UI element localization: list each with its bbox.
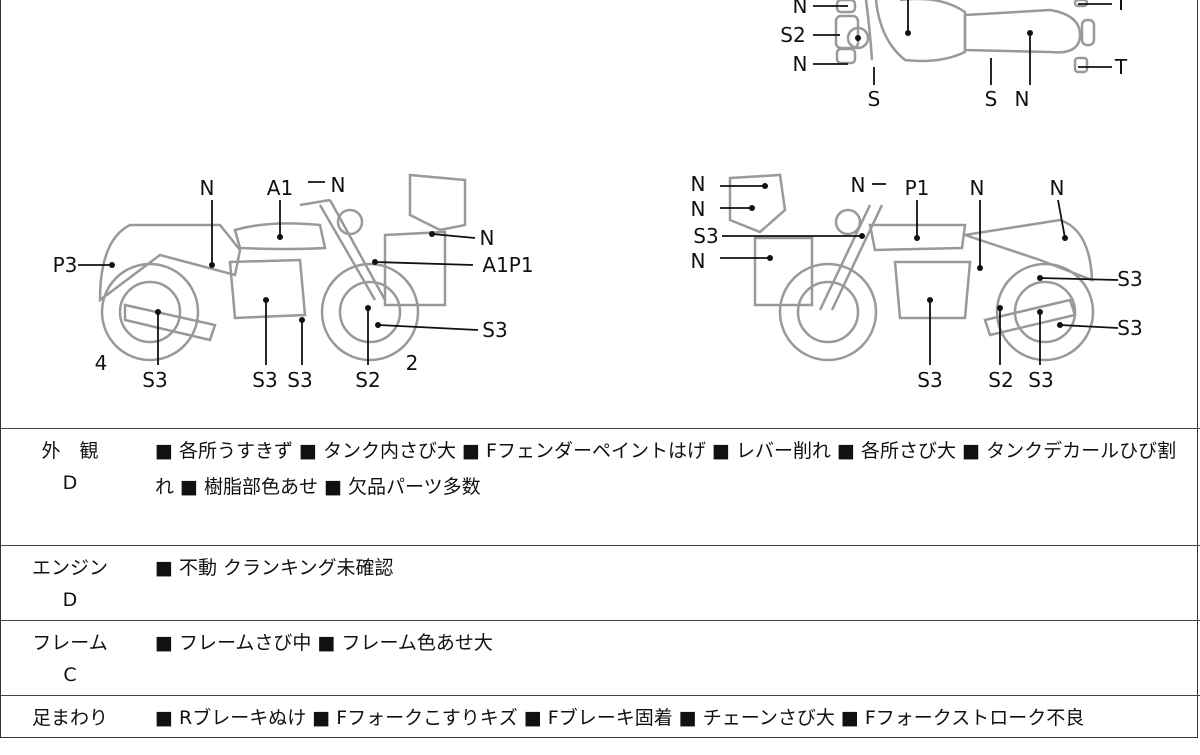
- point-label: S2: [988, 368, 1014, 392]
- point-label: S3: [252, 368, 278, 392]
- point-label: S3: [142, 368, 168, 392]
- point-label: P1: [904, 176, 930, 200]
- point-label: N: [690, 172, 706, 196]
- category-label: フレーム: [32, 632, 108, 654]
- point-label: N: [330, 173, 346, 197]
- point-label: N: [479, 226, 495, 250]
- point-label: S3: [1028, 368, 1054, 392]
- top-view-motorcycle: [813, 0, 1112, 85]
- row-notes: ■ 各所うすきず ■ タンク内さび大 ■ Fフェンダーペイントはげ ■ レバー削…: [155, 440, 1177, 498]
- point-label: N: [690, 197, 706, 221]
- point-label: N: [1049, 176, 1065, 200]
- condition-row-frame: フレーム C ■ フレームさび中 ■ フレーム色あせ大: [0, 620, 1200, 696]
- row-notes: ■ Rブレーキぬけ ■ Fフォークこすりキズ ■ Fブレーキ固着 ■ チェーンさ…: [155, 707, 1085, 729]
- point-label: T: [1114, 55, 1128, 79]
- point-label: S: [867, 87, 881, 111]
- point-label: S2: [780, 23, 806, 47]
- point-label: N: [792, 0, 808, 18]
- point-label: A1: [266, 176, 294, 200]
- point-label: A1P1: [482, 253, 534, 277]
- point-label: N: [199, 176, 215, 200]
- row-header: フレーム C: [0, 621, 140, 691]
- point-label: S3: [287, 368, 313, 392]
- point-label: T: [1114, 0, 1128, 15]
- point-label: S3: [693, 224, 719, 248]
- point-label: S3: [482, 318, 508, 342]
- point-label: N: [1014, 87, 1030, 111]
- point-label: 4: [94, 351, 108, 375]
- row-notes: ■ フレームさび中 ■ フレーム色あせ大: [155, 632, 493, 654]
- right-side-motorcycle: [720, 173, 1119, 365]
- point-label: N: [969, 176, 985, 200]
- grade: D: [62, 472, 78, 494]
- grade: D: [62, 589, 78, 611]
- condition-row-engine: エンジン D ■ 不動 クランキング未確認: [0, 545, 1200, 621]
- point-label: S3: [1117, 316, 1143, 340]
- point-label: S3: [917, 368, 943, 392]
- point-label: N: [792, 52, 808, 76]
- row-header: 足まわり: [0, 696, 140, 734]
- point-label: 2: [405, 351, 419, 375]
- point-label: N: [690, 249, 706, 273]
- point-label: S3: [1117, 267, 1143, 291]
- row-header: 外 観 D: [0, 429, 140, 499]
- point-label: N: [850, 173, 866, 197]
- grade: C: [63, 664, 77, 686]
- left-side-motorcycle: [78, 173, 479, 365]
- point-label: P3: [52, 253, 78, 277]
- row-header: エンジン D: [0, 546, 140, 616]
- condition-row-exterior: 外 観 D ■ 各所うすきず ■ タンク内さび大 ■ Fフェンダーペイントはげ ■…: [0, 428, 1200, 546]
- category-label: 足まわり: [31, 707, 108, 729]
- row-notes: ■ 不動 クランキング未確認: [155, 557, 394, 579]
- condition-row-suspension: 足まわり ■ Rブレーキぬけ ■ Fフォークこすりキズ ■ Fブレーキ固着 ■ …: [0, 695, 1200, 755]
- category-label: エンジン: [31, 557, 108, 579]
- motorcycle-diagram: [78, 0, 1119, 365]
- point-label: S2: [355, 368, 381, 392]
- point-label: S: [984, 87, 998, 111]
- category-label: 外 観: [41, 440, 99, 462]
